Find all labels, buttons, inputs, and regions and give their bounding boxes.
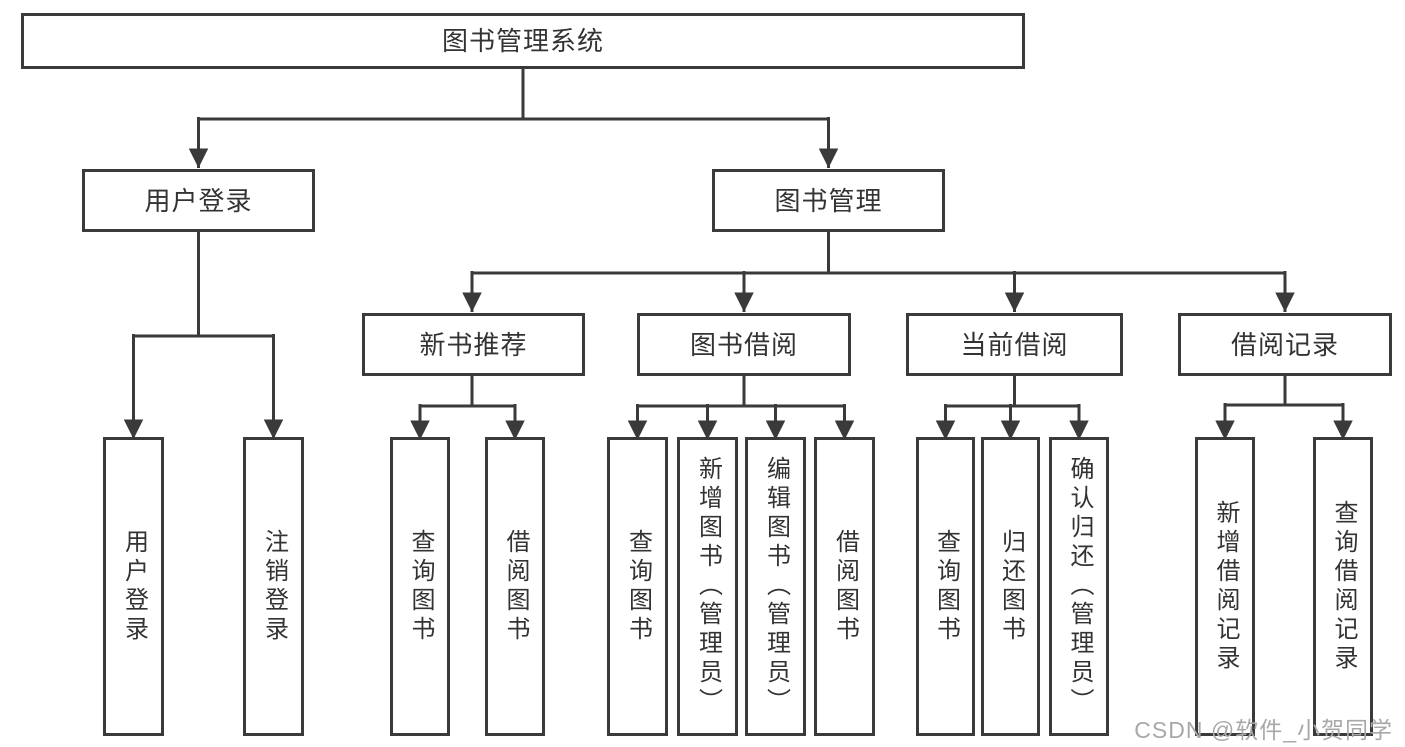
connector-root-to-level2 <box>188 66 839 168</box>
node-label: 借阅图书 <box>831 528 859 645</box>
node-label: 图书管理系统 <box>441 26 604 56</box>
node-label: 借阅记录 <box>1230 329 1339 360</box>
node-book-borrowing: 图书借阅 <box>637 313 851 376</box>
node-label: 查询借阅记录 <box>1330 499 1357 674</box>
node-label: 当前借阅 <box>960 329 1069 360</box>
node-label: 借阅图书 <box>502 528 529 645</box>
node-label: 确认归还（管理员） <box>1066 456 1093 717</box>
node-current-borrowing: 当前借阅 <box>906 313 1123 376</box>
leaf-query-books-borrow: 查询图书 <box>607 437 668 736</box>
node-label: 查询图书 <box>407 528 434 645</box>
csdn-watermark: CSDN @软件_小贺同学 <box>1134 717 1393 743</box>
leaf-confirm-return-admin: 确认归还（管理员） <box>1049 437 1109 736</box>
leaf-edit-books-admin: 编辑图书（管理员） <box>745 437 806 736</box>
leaf-user-login: 用户登录 <box>103 437 164 736</box>
leaf-borrow-books-recommend: 借阅图书 <box>485 437 545 736</box>
node-label: 新增图书（管理员） <box>694 456 722 717</box>
connector-new-book-recommend-children <box>410 373 525 440</box>
node-library-management-system: 图书管理系统 <box>21 13 1025 69</box>
leaf-return-books: 归还图书 <box>981 437 1040 736</box>
node-label: 图书管理 <box>774 185 883 216</box>
node-borrowing-records: 借阅记录 <box>1178 313 1392 376</box>
node-label: 注销登录 <box>260 528 288 645</box>
leaf-query-books-current: 查询图书 <box>916 437 975 736</box>
node-book-management: 图书管理 <box>712 169 945 232</box>
leaf-query-borrow-record: 查询借阅记录 <box>1313 437 1373 736</box>
leaf-add-books-admin: 新增图书（管理员） <box>677 437 738 736</box>
connector-user-login-children <box>123 229 284 439</box>
connector-book-management-children <box>462 229 1295 312</box>
leaf-add-borrow-record: 新增借阅记录 <box>1195 437 1255 736</box>
connector-book-borrowing-children <box>627 373 855 440</box>
leaf-borrow-books: 借阅图书 <box>814 437 875 736</box>
node-label: 用户登录 <box>120 528 148 645</box>
node-label: 新书推荐 <box>419 329 528 360</box>
node-new-book-recommend: 新书推荐 <box>362 313 585 376</box>
connector-current-borrowing-children <box>935 373 1089 440</box>
node-user-login: 用户登录 <box>82 169 315 232</box>
leaf-logout: 注销登录 <box>243 437 304 736</box>
node-label: 查询图书 <box>932 528 960 645</box>
node-label: 用户登录 <box>144 185 253 216</box>
node-label: 编辑图书（管理员） <box>762 456 790 717</box>
node-label: 新增借阅记录 <box>1212 499 1239 674</box>
connector-borrowing-records-children <box>1215 373 1353 440</box>
leaf-query-books-recommend: 查询图书 <box>390 437 450 736</box>
node-label: 归还图书 <box>997 528 1025 645</box>
node-label: 查询图书 <box>624 528 652 645</box>
node-label: 图书借阅 <box>689 329 798 360</box>
